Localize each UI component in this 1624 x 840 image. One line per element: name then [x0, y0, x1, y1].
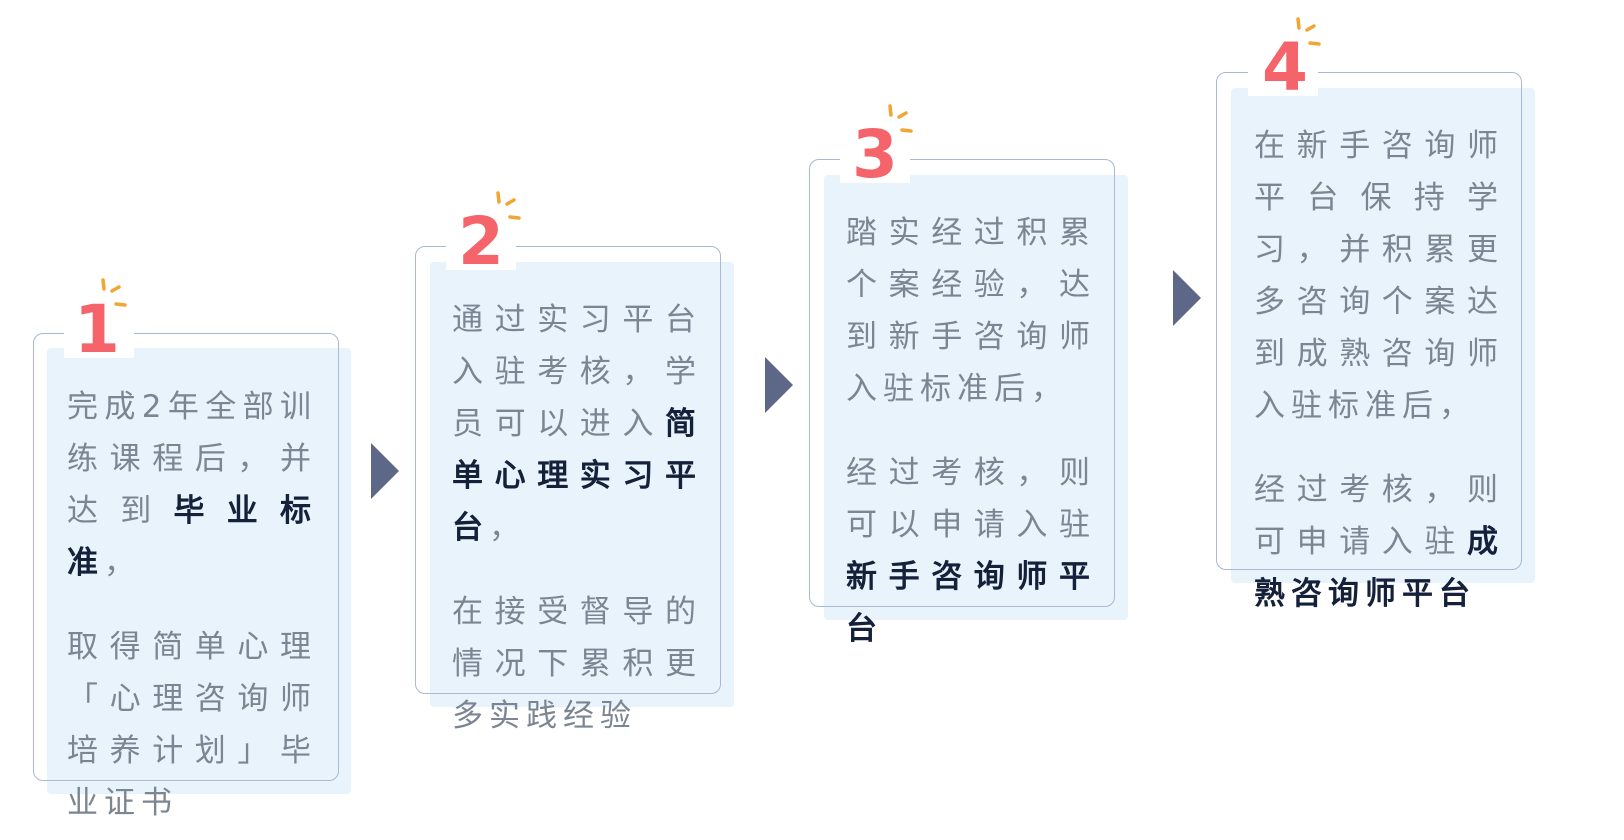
arrow-3-icon — [1173, 270, 1201, 326]
text-segment: 经过考核，则可申请入驻 — [1254, 472, 1504, 560]
step-paragraph: 取得简单心理「心理咨询师培养计划」毕业证书 — [67, 621, 317, 829]
step-text: 完成2年全部训练课程后，并达到毕业标准， 取得简单心理「心理咨询师培养计划」毕业证… — [67, 381, 317, 829]
card-fill — [430, 262, 734, 707]
arrow-2-icon — [765, 357, 793, 413]
card-frame — [415, 246, 721, 694]
step-paragraph: 踏实经过积累个案经验，达到新手咨询师入驻标准后， — [846, 207, 1096, 415]
spark-icon — [496, 191, 521, 220]
step-number-glyph: 2 — [458, 203, 504, 280]
text-segment: 完成2年全部训练课程后，并达到 — [67, 389, 317, 529]
card-fill — [1231, 88, 1535, 583]
card-fill — [824, 175, 1128, 620]
text-segment: 在接受督导的情况下累积更多实践经验 — [452, 594, 702, 734]
highlight-text: 毕业标准 — [67, 493, 317, 581]
card-frame — [809, 159, 1115, 607]
step-text: 通过实习平台入驻考核，学员可以进入简单心理实习平台， 在接受督导的情况下累积更多实… — [452, 294, 702, 742]
step-paragraph: 经过考核，则可以申请入驻新手咨询师平台 — [846, 447, 1096, 655]
step-number: 2 — [446, 190, 521, 280]
card-fill — [47, 348, 351, 794]
text-segment: 踏实经过积累个案经验，达到新手咨询师入驻标准后， — [846, 215, 1096, 407]
text-segment: 在新手咨询师平台保持学习，并积累更多咨询个案达到成熟咨询师入驻标准后， — [1254, 128, 1504, 424]
step-paragraph: 完成2年全部训练课程后，并达到毕业标准， — [67, 381, 317, 589]
card-frame — [1216, 72, 1522, 570]
step-paragraph: 在接受督导的情况下累积更多实践经验 — [452, 586, 702, 742]
arrow-1-icon — [371, 443, 399, 499]
text-segment: 取得简单心理「心理咨询师培养计划」毕业证书 — [67, 629, 317, 821]
highlight-text: 成熟咨询师平台 — [1254, 524, 1504, 612]
step-paragraph: 经过考核，则可申请入驻成熟咨询师平台 — [1254, 464, 1504, 620]
highlight-text: 简单心理实习平台 — [452, 406, 702, 546]
spark-icon — [101, 278, 127, 307]
step-number-glyph: 3 — [852, 116, 898, 193]
svg-text:4: 4 — [1262, 29, 1308, 106]
step-number: 3 — [840, 103, 913, 193]
text-segment: 通过实习平台入驻考核，学员可以进入 — [452, 302, 702, 442]
step-number: 4 — [1248, 16, 1321, 106]
svg-text:2: 2 — [458, 203, 504, 280]
spark-icon — [1296, 17, 1321, 46]
step-number: 1 — [64, 278, 134, 368]
step-paragraph: 通过实习平台入驻考核，学员可以进入简单心理实习平台， — [452, 294, 702, 554]
svg-text:1: 1 — [74, 291, 120, 368]
step-text: 在新手咨询师平台保持学习，并积累更多咨询个案达到成熟咨询师入驻标准后， 经过考核，… — [1254, 120, 1504, 620]
card-frame — [33, 333, 339, 781]
svg-text:3: 3 — [852, 116, 898, 193]
step-number-glyph: 4 — [1262, 29, 1308, 106]
step-number-glyph: 1 — [74, 291, 120, 368]
text-segment: ， — [489, 510, 526, 546]
highlight-text: 新手咨询师平台 — [846, 559, 1096, 647]
step-paragraph: 在新手咨询师平台保持学习，并积累更多咨询个案达到成熟咨询师入驻标准后， — [1254, 120, 1504, 432]
step-text: 踏实经过积累个案经验，达到新手咨询师入驻标准后， 经过考核，则可以申请入驻新手咨询… — [846, 207, 1096, 655]
spark-icon — [888, 104, 913, 133]
text-segment: 经过考核，则可以申请入驻 — [846, 455, 1096, 543]
text-segment: ， — [104, 545, 141, 581]
